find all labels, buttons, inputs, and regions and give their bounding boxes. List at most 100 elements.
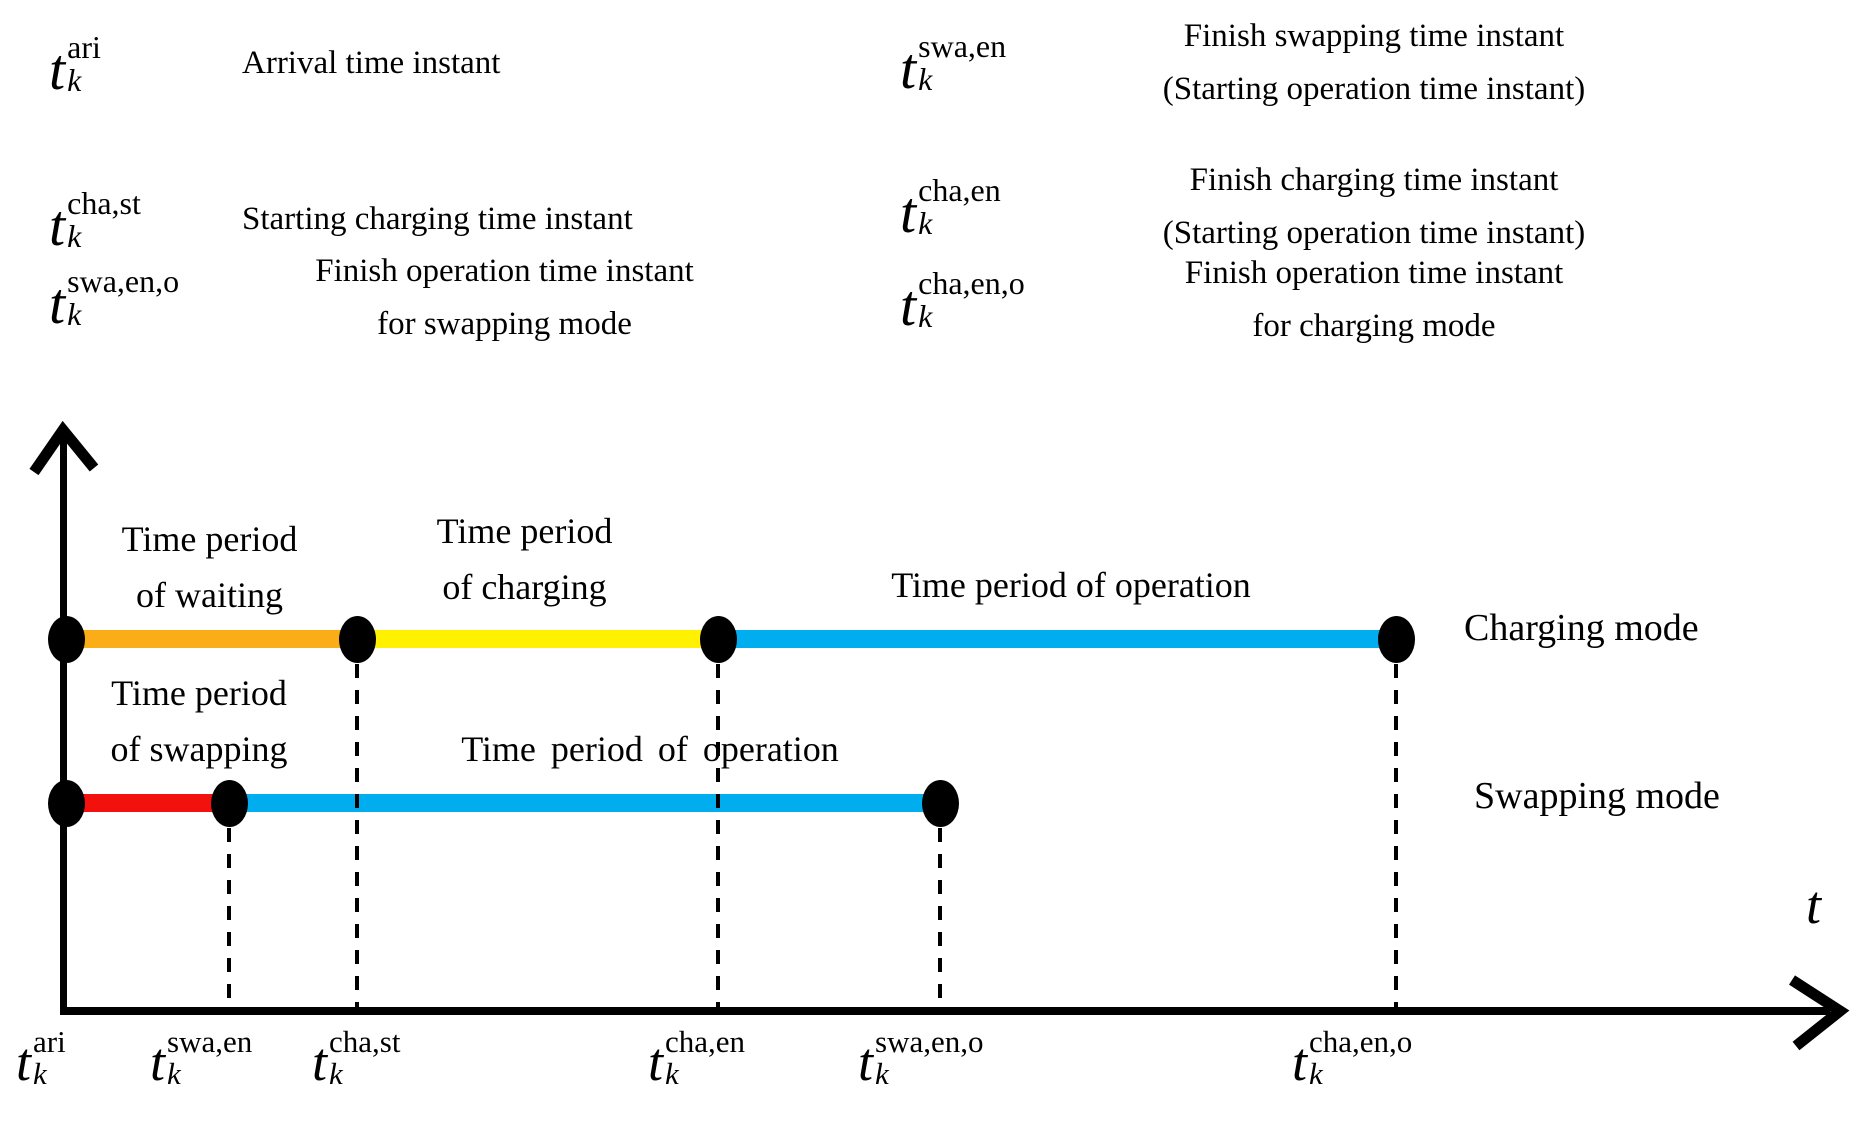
symbol-base: t bbox=[900, 179, 917, 245]
label-waiting-line1: Time period bbox=[121, 519, 298, 559]
dashed-line-cha-st bbox=[355, 664, 359, 1008]
legend-desc-line1: Starting charging time instant bbox=[242, 201, 633, 238]
tick-ari: t ari k bbox=[16, 1025, 66, 1092]
dashed-line-cha-en bbox=[716, 664, 720, 1008]
label-operation-period-charging: Time period of operation bbox=[891, 565, 1251, 605]
symbol-superscript: cha,en,o bbox=[918, 264, 1025, 301]
time-symbol-cha-en: t cha,en k bbox=[900, 171, 1001, 245]
dashed-line-swa-en-o bbox=[938, 828, 942, 1008]
legend-item-ari: t ari k Arrival time instant bbox=[49, 12, 500, 116]
tick-cha-en: t cha,en k bbox=[648, 1024, 746, 1092]
symbol-base: t bbox=[900, 272, 917, 338]
label-operation-period-swapping: Time period of operation bbox=[461, 729, 839, 769]
symbol-superscript: swa,en,o bbox=[67, 262, 180, 299]
event-dot-cha-st bbox=[339, 616, 376, 663]
symbol-base: t bbox=[858, 1032, 874, 1092]
label-waiting-period: Time period of waiting bbox=[82, 512, 337, 624]
tick-cha-st: t cha,st k bbox=[312, 1024, 401, 1092]
legend-desc-line2: (Starting operation time instant) bbox=[1162, 71, 1586, 107]
legend-desc-line1: Finish charging time instant bbox=[1189, 161, 1559, 198]
legend-desc-line1: Finish operation time instant bbox=[1184, 254, 1564, 291]
swapping-period-bar bbox=[66, 794, 229, 812]
legend-desc: Starting charging time instant bbox=[242, 193, 633, 246]
legend-desc: Finish charging time instant (Starting o… bbox=[1078, 154, 1670, 261]
legend-item-cha-en-o: t cha,en,o k Finish operation time insta… bbox=[900, 248, 1670, 352]
symbol-superscript: swa,en bbox=[918, 27, 1007, 64]
x-axis bbox=[60, 1007, 1830, 1015]
symbol-superscript: swa,en bbox=[167, 1024, 253, 1059]
symbol-superscript: cha,st bbox=[329, 1024, 401, 1059]
symbol-base: t bbox=[49, 36, 66, 102]
legend-item-swa-en-o: t swa,en,o k Finish operation time insta… bbox=[49, 246, 767, 350]
symbol-subscript: k bbox=[665, 1056, 679, 1092]
event-dot-swa-en-o bbox=[922, 780, 959, 827]
charging-operation-period-bar bbox=[718, 630, 1396, 648]
label-waiting-line2: of waiting bbox=[136, 574, 283, 615]
tick-swa-en: t swa,en k bbox=[150, 1024, 253, 1092]
event-dot-arrival-charging bbox=[48, 616, 85, 663]
y-axis-arrow-icon bbox=[29, 420, 99, 476]
legend-desc-line2: for swapping mode bbox=[377, 306, 632, 342]
symbol-subscript: k bbox=[329, 1056, 343, 1092]
symbol-base: t bbox=[312, 1032, 328, 1092]
time-symbol-swa-en: t swa,en k bbox=[900, 27, 1007, 101]
time-symbol-cha-st: t cha,st k bbox=[49, 184, 141, 258]
symbol-subscript: k bbox=[875, 1056, 889, 1092]
symbol-base: t bbox=[648, 1032, 664, 1092]
y-axis bbox=[60, 438, 67, 1011]
event-dot-arrival-swapping bbox=[48, 780, 85, 827]
label-charging-line2: of charging bbox=[442, 566, 607, 607]
legend-desc-line1: Arrival time instant bbox=[242, 45, 501, 82]
symbol-superscript: cha,st bbox=[67, 184, 141, 221]
symbol-subscript: k bbox=[67, 62, 82, 98]
time-symbol-ari: t ari k bbox=[49, 28, 101, 102]
waiting-period-bar bbox=[66, 630, 357, 648]
legend-desc-line2: (Starting operation time instant) bbox=[1162, 215, 1586, 251]
legend-desc-line1: Finish operation time instant bbox=[315, 252, 694, 289]
label-swapping-period: Time period of swapping bbox=[70, 666, 328, 778]
legend-desc: Finish operation time instant for swappi… bbox=[242, 245, 767, 352]
symbol-superscript: cha,en bbox=[918, 171, 1001, 208]
legend-desc: Arrival time instant bbox=[242, 37, 500, 90]
label-charging-line1: Time period bbox=[436, 511, 613, 551]
symbol-superscript: cha,en bbox=[665, 1024, 746, 1059]
symbol-subscript: k bbox=[67, 296, 82, 332]
event-dot-cha-en bbox=[700, 616, 737, 663]
event-dot-cha-en-o bbox=[1378, 616, 1415, 663]
symbol-subscript: k bbox=[918, 61, 933, 97]
symbol-superscript: ari bbox=[67, 28, 101, 65]
time-symbol-cha-en-o: t cha,en,o k bbox=[900, 264, 1025, 338]
charging-period-bar bbox=[357, 630, 718, 648]
symbol-superscript: cha,en,o bbox=[1309, 1024, 1413, 1059]
symbol-superscript: swa,en,o bbox=[875, 1024, 984, 1059]
symbol-subscript: k bbox=[167, 1056, 181, 1092]
legend-desc-line2: for charging mode bbox=[1252, 308, 1496, 344]
event-dot-swa-en bbox=[211, 780, 248, 827]
symbol-base: t bbox=[49, 192, 66, 258]
symbol-base: t bbox=[49, 270, 66, 336]
legend-desc: Finish swapping time instant (Starting o… bbox=[1078, 10, 1670, 117]
symbol-base: t bbox=[150, 1032, 166, 1092]
legend-item-cha-st: t cha,st k Starting charging time instan… bbox=[49, 168, 633, 272]
symbol-base: t bbox=[900, 35, 917, 101]
symbol-subscript: k bbox=[918, 205, 933, 241]
symbol-subscript: k bbox=[67, 218, 82, 254]
charging-mode-label: Charging mode bbox=[1464, 607, 1699, 649]
symbol-subscript: k bbox=[33, 1056, 47, 1092]
time-symbol-swa-en-o: t swa,en,o k bbox=[49, 262, 180, 336]
legend-item-swa-en: t swa,en k Finish swapping time instant … bbox=[900, 11, 1670, 115]
legend-desc-line1: Finish swapping time instant bbox=[1183, 17, 1565, 54]
legend-desc: Finish operation time instant for chargi… bbox=[1078, 247, 1670, 354]
dashed-line-cha-en-o bbox=[1394, 664, 1398, 1008]
symbol-base: t bbox=[16, 1032, 32, 1092]
symbol-base: t bbox=[1292, 1032, 1308, 1092]
x-axis-arrow-icon bbox=[1789, 975, 1850, 1051]
symbol-subscript: k bbox=[1309, 1056, 1323, 1092]
tick-cha-en-o: t cha,en,o k bbox=[1292, 1024, 1413, 1092]
tick-swa-en-o: t swa,en,o k bbox=[858, 1024, 984, 1092]
legend-item-cha-en: t cha,en k Finish charging time instant … bbox=[900, 155, 1670, 259]
dashed-line-swa-en bbox=[227, 828, 231, 1008]
label-charging-period: Time period of charging bbox=[397, 504, 652, 616]
label-swapping-line1: Time period bbox=[111, 673, 287, 713]
